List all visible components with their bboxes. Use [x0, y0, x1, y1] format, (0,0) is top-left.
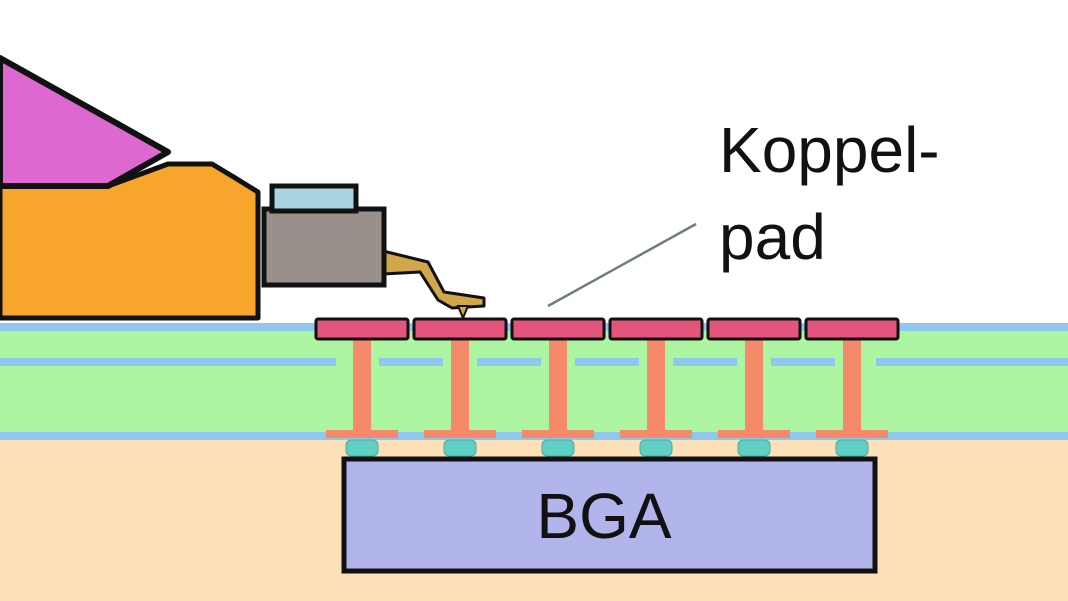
via-row [353, 338, 861, 434]
inner-trace [379, 358, 443, 366]
bottom-pad [424, 430, 496, 438]
koppelpad-row [314, 317, 900, 341]
solder-ball-row [345, 439, 869, 457]
koppelpad [608, 317, 704, 341]
bottom-pad [326, 430, 398, 438]
via [843, 338, 861, 434]
pcb-body [0, 328, 1068, 436]
via [353, 338, 371, 434]
via [451, 338, 469, 434]
inner-trace [771, 358, 835, 366]
bottom-pad [620, 430, 692, 438]
solder-ball [835, 439, 869, 457]
koppelpad [804, 317, 900, 341]
solder-ball [443, 439, 477, 457]
via [549, 338, 567, 434]
koppelpad [412, 317, 508, 341]
probe-needle [381, 249, 486, 310]
solder-ball [541, 439, 575, 457]
solder-ball [345, 439, 379, 457]
probe-assembly [0, 55, 486, 321]
probe-body [0, 161, 261, 321]
inner-trace [0, 358, 336, 366]
bga-package: BGA [341, 456, 878, 574]
probe-cap [269, 183, 359, 214]
pcb-inner-layer [0, 358, 1068, 366]
inner-trace [575, 358, 639, 366]
inner-trace [876, 358, 1068, 366]
solder-ball [737, 439, 771, 457]
inner-trace [477, 358, 541, 366]
pcb-layer [0, 323, 1068, 440]
via [647, 338, 665, 434]
koppelpad [706, 317, 802, 341]
probe-block [261, 206, 387, 288]
bottom-pad [522, 430, 594, 438]
inner-trace [673, 358, 737, 366]
probe-head [0, 55, 171, 189]
via [745, 338, 763, 434]
solder-ball [639, 439, 673, 457]
koppelpad-label-line2: pad [719, 201, 826, 273]
bottom-pad [816, 430, 888, 438]
koppelpad [510, 317, 606, 341]
bottom-pad-row [326, 430, 888, 438]
bga-label: BGA [536, 480, 671, 552]
koppelpad-label-line1: Koppel- [719, 114, 940, 186]
pointer-line [547, 222, 697, 308]
probe-tip [456, 305, 470, 321]
koppelpad [314, 317, 410, 341]
bottom-pad [718, 430, 790, 438]
bga-body [341, 456, 878, 574]
